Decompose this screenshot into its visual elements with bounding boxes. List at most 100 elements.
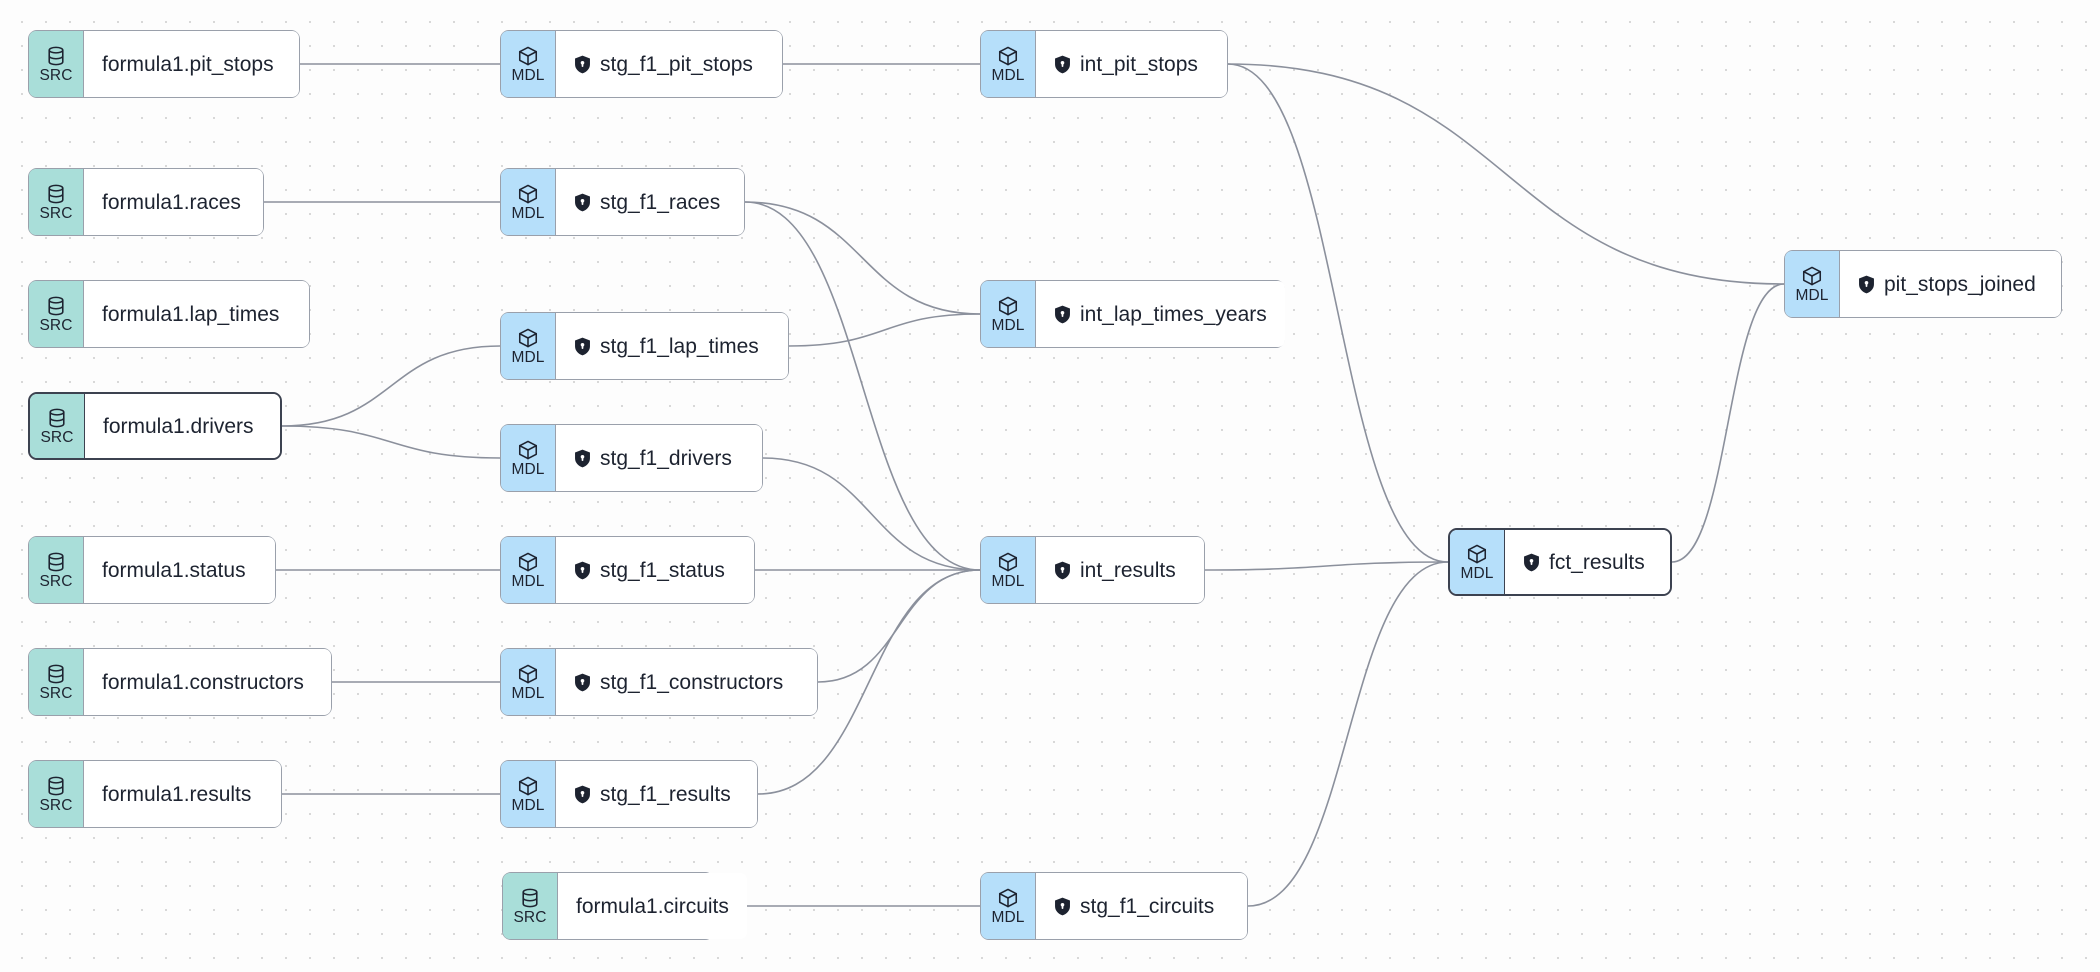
cube-icon: [1466, 543, 1488, 565]
shield-icon: [574, 55, 591, 74]
shield-icon: [575, 449, 590, 467]
cube-icon: [517, 183, 539, 205]
graph-node-int_lap_times_years[interactable]: MDL int_lap_times_years: [980, 280, 1285, 348]
node-body[interactable]: formula1.results: [84, 761, 281, 827]
cube-icon: [997, 551, 1019, 573]
node-body[interactable]: formula1.circuits: [558, 873, 747, 939]
node-body[interactable]: formula1.drivers: [85, 394, 280, 458]
node-body[interactable]: int_lap_times_years: [1036, 281, 1285, 347]
cube-icon: [997, 295, 1019, 317]
node-body[interactable]: stg_f1_results: [556, 761, 757, 827]
node-kind-label: SRC: [39, 572, 73, 590]
database-icon: [45, 45, 67, 67]
node-label: pit_stops_joined: [1884, 272, 2036, 296]
shield-icon: [575, 337, 590, 355]
node-body[interactable]: stg_f1_races: [556, 169, 744, 235]
node-body[interactable]: formula1.lap_times: [84, 281, 309, 347]
shield-icon: [1054, 897, 1071, 916]
shield-icon: [1055, 305, 1070, 323]
database-icon: [45, 775, 67, 797]
node-kind-label: SRC: [39, 796, 73, 814]
node-body[interactable]: stg_f1_pit_stops: [556, 31, 782, 97]
node-label: stg_f1_pit_stops: [600, 52, 753, 76]
graph-node-stg_lap_times[interactable]: MDL stg_f1_lap_times: [500, 312, 789, 380]
database-icon: [45, 663, 67, 685]
cube-icon: [517, 775, 539, 797]
mdl-badge: MDL: [981, 31, 1036, 97]
shield-icon: [575, 193, 590, 211]
graph-node-src_pit_stops[interactable]: SRC formula1.pit_stops: [28, 30, 300, 98]
mdl-badge: MDL: [981, 537, 1036, 603]
shield-icon: [1055, 897, 1070, 915]
node-body[interactable]: formula1.status: [84, 537, 275, 603]
database-icon: [519, 887, 541, 909]
graph-node-src_drivers[interactable]: SRC formula1.drivers: [28, 392, 282, 460]
cube-icon: [517, 327, 539, 349]
database-icon: [45, 551, 67, 573]
node-label: formula1.pit_stops: [102, 52, 274, 76]
shield-icon: [1054, 55, 1071, 74]
src-badge: SRC: [503, 873, 558, 939]
node-kind-label: MDL: [511, 66, 545, 84]
node-label: stg_f1_lap_times: [600, 334, 759, 358]
cube-icon: [517, 45, 539, 67]
edge-int_pit_stops-to-pit_stops_joined: [1227, 63, 1785, 285]
graph-node-stg_results[interactable]: MDL stg_f1_results: [500, 760, 758, 828]
node-label: int_results: [1080, 558, 1176, 582]
node-kind-label: SRC: [39, 66, 73, 84]
edge-stg_circuits-to-fct_results: [1247, 561, 1449, 907]
node-body[interactable]: pit_stops_joined: [1840, 251, 2061, 317]
node-label: formula1.drivers: [103, 414, 254, 438]
mdl-badge: MDL: [501, 537, 556, 603]
database-icon: [46, 407, 68, 429]
cube-icon: [997, 45, 1019, 67]
node-body[interactable]: stg_f1_lap_times: [556, 313, 788, 379]
shield-icon: [574, 673, 591, 692]
node-label: stg_f1_results: [600, 782, 731, 806]
node-body[interactable]: int_pit_stops: [1036, 31, 1227, 97]
graph-node-int_results[interactable]: MDL int_results: [980, 536, 1205, 604]
node-body[interactable]: int_results: [1036, 537, 1204, 603]
node-kind-label: SRC: [513, 908, 547, 926]
graph-node-stg_pit_stops[interactable]: MDL stg_f1_pit_stops: [500, 30, 783, 98]
graph-node-stg_status[interactable]: MDL stg_f1_status: [500, 536, 755, 604]
shield-icon: [1523, 553, 1540, 572]
graph-node-src_status[interactable]: SRC formula1.status: [28, 536, 276, 604]
node-body[interactable]: formula1.races: [84, 169, 263, 235]
edge-stg_races-to-int_results: [744, 201, 981, 571]
graph-node-int_pit_stops[interactable]: MDL int_pit_stops: [980, 30, 1228, 98]
shield-icon: [574, 193, 591, 212]
shield-icon: [574, 449, 591, 468]
src-badge: SRC: [30, 394, 85, 458]
node-body[interactable]: formula1.pit_stops: [84, 31, 299, 97]
node-kind-label: MDL: [991, 66, 1025, 84]
mdl-badge: MDL: [501, 425, 556, 491]
node-label: stg_f1_status: [600, 558, 725, 582]
node-body[interactable]: stg_f1_status: [556, 537, 754, 603]
node-body[interactable]: stg_f1_constructors: [556, 649, 817, 715]
shield-icon: [574, 561, 591, 580]
node-body[interactable]: formula1.constructors: [84, 649, 331, 715]
node-kind-label: MDL: [991, 316, 1025, 334]
edge-fct_results-to-pit_stops_joined: [1671, 283, 1785, 563]
src-badge: SRC: [29, 537, 84, 603]
mdl-badge: MDL: [501, 761, 556, 827]
shield-icon: [1054, 305, 1071, 324]
node-label: formula1.circuits: [576, 894, 729, 918]
node-kind-label: MDL: [511, 348, 545, 366]
node-body[interactable]: stg_f1_circuits: [1036, 873, 1247, 939]
node-body[interactable]: fct_results: [1505, 530, 1670, 594]
graph-node-src_results[interactable]: SRC formula1.results: [28, 760, 282, 828]
graph-node-src_circuits[interactable]: SRC formula1.circuits: [502, 872, 747, 940]
node-body[interactable]: stg_f1_drivers: [556, 425, 762, 491]
